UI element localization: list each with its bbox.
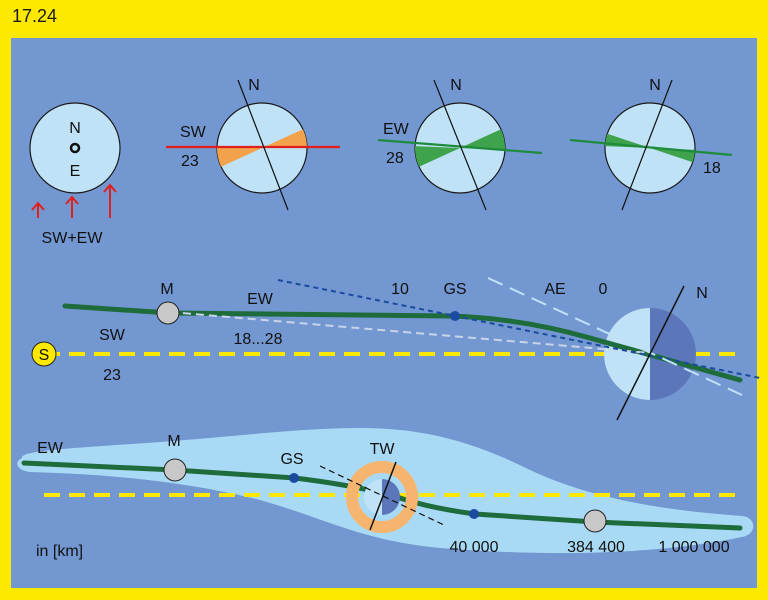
dial-sw: N SW 23 bbox=[166, 77, 340, 211]
ten-label-mid: 10 bbox=[391, 281, 409, 298]
ew-label-bottom: EW bbox=[37, 440, 64, 457]
compass: N E bbox=[29, 102, 121, 194]
middle-diagram: S M EW SW 23 18...28 10 GS AE 0 N bbox=[31, 277, 761, 421]
s-badge-label: S bbox=[39, 347, 50, 364]
bottom-diagram: EW M GS TW in [km] 40 000 384 400 1 000 … bbox=[17, 428, 754, 560]
dial-sw-north: N bbox=[248, 77, 260, 94]
compass-north-label: N bbox=[69, 120, 81, 137]
range-label-mid: 18...28 bbox=[234, 331, 283, 348]
ew-label-mid: EW bbox=[247, 291, 274, 308]
dial-sw-label: SW bbox=[180, 124, 207, 141]
unit-label: in [km] bbox=[36, 543, 83, 560]
dial-ew: N EW 28 bbox=[377, 77, 543, 211]
north-label-mid: N bbox=[696, 285, 708, 302]
compass-east-label: E bbox=[70, 163, 81, 180]
dial-ew-value: 28 bbox=[386, 150, 404, 167]
dial-third-value: 18 bbox=[703, 160, 721, 177]
gs-label-mid: GS bbox=[443, 281, 466, 298]
moon-label-mid: M bbox=[160, 281, 173, 298]
zero-label-mid: 0 bbox=[599, 281, 608, 298]
distance-2: 384 400 bbox=[567, 539, 625, 556]
page-title: 17.24 bbox=[12, 6, 58, 26]
dial-ew-north: N bbox=[450, 77, 462, 94]
gs-label-bottom: GS bbox=[280, 451, 303, 468]
sw-label-mid: SW bbox=[99, 327, 126, 344]
s-value-mid: 23 bbox=[103, 367, 121, 384]
distance-1: 40 000 bbox=[450, 539, 499, 556]
distance-3: 1 000 000 bbox=[658, 539, 729, 556]
ae-label-mid: AE bbox=[544, 281, 565, 298]
dial-third-north: N bbox=[649, 77, 661, 94]
dial-sw-value: 23 bbox=[181, 153, 199, 170]
dial-ew-label: EW bbox=[383, 121, 410, 138]
moon-label-bottom: M bbox=[167, 433, 180, 450]
compass-caption: SW+EW bbox=[42, 230, 104, 247]
red-arrows bbox=[31, 183, 117, 218]
tw-label-bottom: TW bbox=[370, 441, 396, 458]
dial-third: N 18 bbox=[569, 77, 733, 211]
